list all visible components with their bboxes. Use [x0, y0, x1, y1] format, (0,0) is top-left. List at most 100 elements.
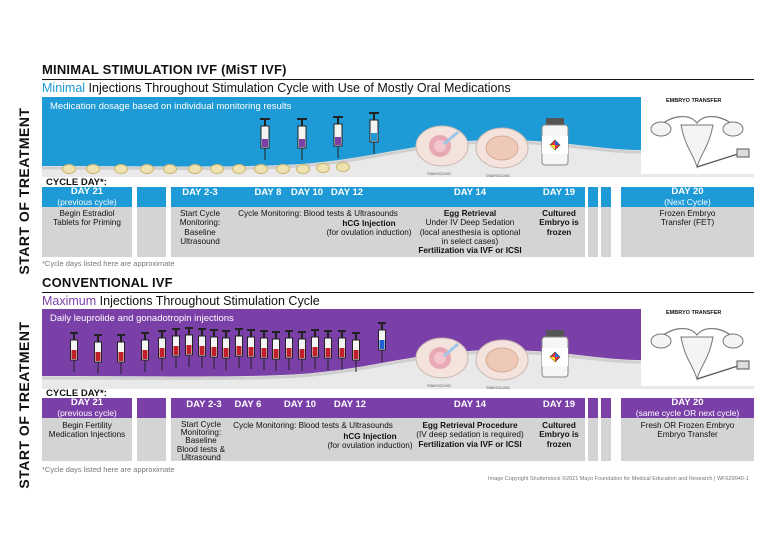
- pill-icon: [336, 162, 350, 172]
- uterus-diagram-icon: [641, 309, 754, 386]
- minimal-day-14-header: DAY 14: [453, 187, 487, 198]
- syringe-icon: [139, 332, 151, 377]
- syringe-icon: [233, 328, 245, 373]
- minimal-hcg-desc: hCG Injection(for ovulation induction): [326, 219, 412, 238]
- petri-dish-icon: [475, 127, 529, 169]
- minimal-day-2-3-header: DAY 2-3: [182, 187, 218, 198]
- syringe-icon: [270, 331, 282, 376]
- conventional-day-21-desc-box: [42, 418, 132, 461]
- minimal-day-20-desc-box: [621, 207, 754, 257]
- minimal-title-rule: [42, 79, 754, 80]
- conventional-day-6-header: DAY 6: [234, 399, 262, 410]
- minimal-egg-retrieval-desc: Egg Retrieval Under IV Deep Sedation(loc…: [418, 209, 522, 256]
- syringe-icon: [258, 330, 270, 375]
- petri-dish-icon: [415, 125, 469, 167]
- minimal-gap-column-header: [137, 187, 166, 207]
- minimal-day-20-header: DAY 20(Next Cycle): [621, 187, 754, 207]
- syringe-icon: [336, 330, 348, 375]
- conventional-day-19-header: DAY 19: [542, 399, 576, 410]
- pill-icon: [188, 164, 202, 174]
- conventional-day-10-header: DAY 10: [283, 399, 317, 410]
- petri-dish-icon: [475, 339, 529, 381]
- syringe-icon: [156, 330, 168, 375]
- syringe-icon: [170, 328, 182, 373]
- syringe-icon: [322, 330, 334, 375]
- minimal-desc-box: [171, 207, 585, 257]
- pill-icon: [296, 164, 310, 174]
- conventional-headline-accent: Maximum: [42, 294, 97, 308]
- minimal-headline-rest: Injections Throughout Stimulation Cycle …: [85, 81, 511, 95]
- minimal-days-header-bar: [171, 187, 585, 207]
- conventional-headline-rest: Injections Throughout Stimulation Cycle: [96, 294, 320, 308]
- syringe-icon: [350, 332, 362, 377]
- medication-vial-icon: [541, 118, 569, 166]
- pill-icon: [62, 164, 76, 174]
- minimal-day-12-header: DAY 12: [330, 187, 364, 198]
- minimal-monitoring-desc: Cycle Monitoring: Blood tests & Ultrasou…: [238, 209, 398, 218]
- minimal-headline: Minimal Injections Throughout Stimulatio…: [42, 81, 511, 95]
- pill-icon: [276, 164, 290, 174]
- conventional-egg-retrieval-desc: Egg Retrieval Procedure (IV deep sedatio…: [416, 421, 524, 449]
- conventional-title-rule: [42, 292, 754, 293]
- syringe-icon: [115, 334, 127, 379]
- uterus-diagram-icon: [641, 97, 754, 174]
- syringe-icon: [297, 118, 307, 160]
- petri-dish-icon: [415, 337, 469, 379]
- syringe-icon: [183, 327, 195, 372]
- syringe-icon: [220, 330, 232, 375]
- minimal-footnote: *Cycle days listed here are approximate: [42, 259, 175, 268]
- conventional-day-20-header: DAY 20(same cycle OR next cycle): [621, 398, 754, 418]
- pill-icon: [254, 164, 268, 174]
- minimal-section-title: MINIMAL STIMULATION IVF (MiST IVF): [42, 62, 287, 77]
- embryo-transfer-label: EMBRYO TRANSFER: [666, 310, 722, 316]
- syringe-icon: [283, 330, 295, 375]
- embryo-transfer-label: EMBRYO TRANSFER: [666, 98, 722, 104]
- minimal-day-21-header: DAY 21(previous cycle): [42, 187, 132, 207]
- conventional-hcg-desc: hCG Injection(for ovulation induction): [327, 432, 413, 451]
- minimal-band-text: Medication dosage based on individual mo…: [50, 101, 292, 112]
- minimal-cycle-day-label: CYCLE DAY*:: [46, 177, 107, 188]
- pill-icon: [163, 164, 177, 174]
- pill-icon: [140, 164, 154, 174]
- minimal-day-10-header: DAY 10: [290, 187, 324, 198]
- conventional-monitoring-desc: Cycle Monitoring: Blood tests & Ultrasou…: [233, 421, 393, 430]
- syringe-icon: [369, 112, 379, 154]
- syringe-icon: [296, 331, 308, 376]
- minimal-day-19-header: DAY 19: [542, 187, 576, 198]
- syringe-icon: [196, 328, 208, 373]
- pill-icon: [86, 164, 100, 174]
- dish-copyright-label: ©MAYOCLINIC: [427, 384, 452, 388]
- dish-copyright-label: ©MAYOCLINIC: [486, 386, 511, 390]
- conventional-band-text: Daily leuprolide and gonadotropin inject…: [50, 313, 234, 324]
- syringe-icon: [260, 118, 270, 160]
- syringe-icon: [68, 332, 80, 377]
- minimal-day-8-header: DAY 8: [254, 187, 282, 198]
- syringe-icon: [208, 329, 220, 374]
- conventional-section-title: CONVENTIONAL IVF: [42, 275, 173, 290]
- conventional-headline: Maximum Injections Throughout Stimulatio…: [42, 294, 320, 308]
- dish-copyright-label: ©MAYOCLINIC: [486, 174, 511, 178]
- conventional-wave-edge: [41, 350, 754, 380]
- syringe-icon: [245, 329, 257, 374]
- conventional-footnote: *Cycle days listed here are approximate: [42, 465, 175, 474]
- pill-icon: [316, 163, 330, 173]
- medication-vial-icon: [541, 330, 569, 378]
- syringe-icon: [309, 329, 321, 374]
- conventional-day-14-header: DAY 14: [453, 399, 487, 410]
- minimal-headline-accent: Minimal: [42, 81, 86, 95]
- pill-icon: [232, 164, 246, 174]
- syringe-icon: [376, 322, 388, 367]
- conventional-day-21-header: DAY 21(previous cycle): [42, 398, 132, 418]
- minimal-wave-edge: [41, 140, 754, 170]
- pill-icon: [114, 164, 128, 174]
- conventional-day-20-desc-box: [621, 418, 754, 461]
- syringe-icon: [333, 116, 343, 158]
- conventional-desc-box: [171, 418, 585, 461]
